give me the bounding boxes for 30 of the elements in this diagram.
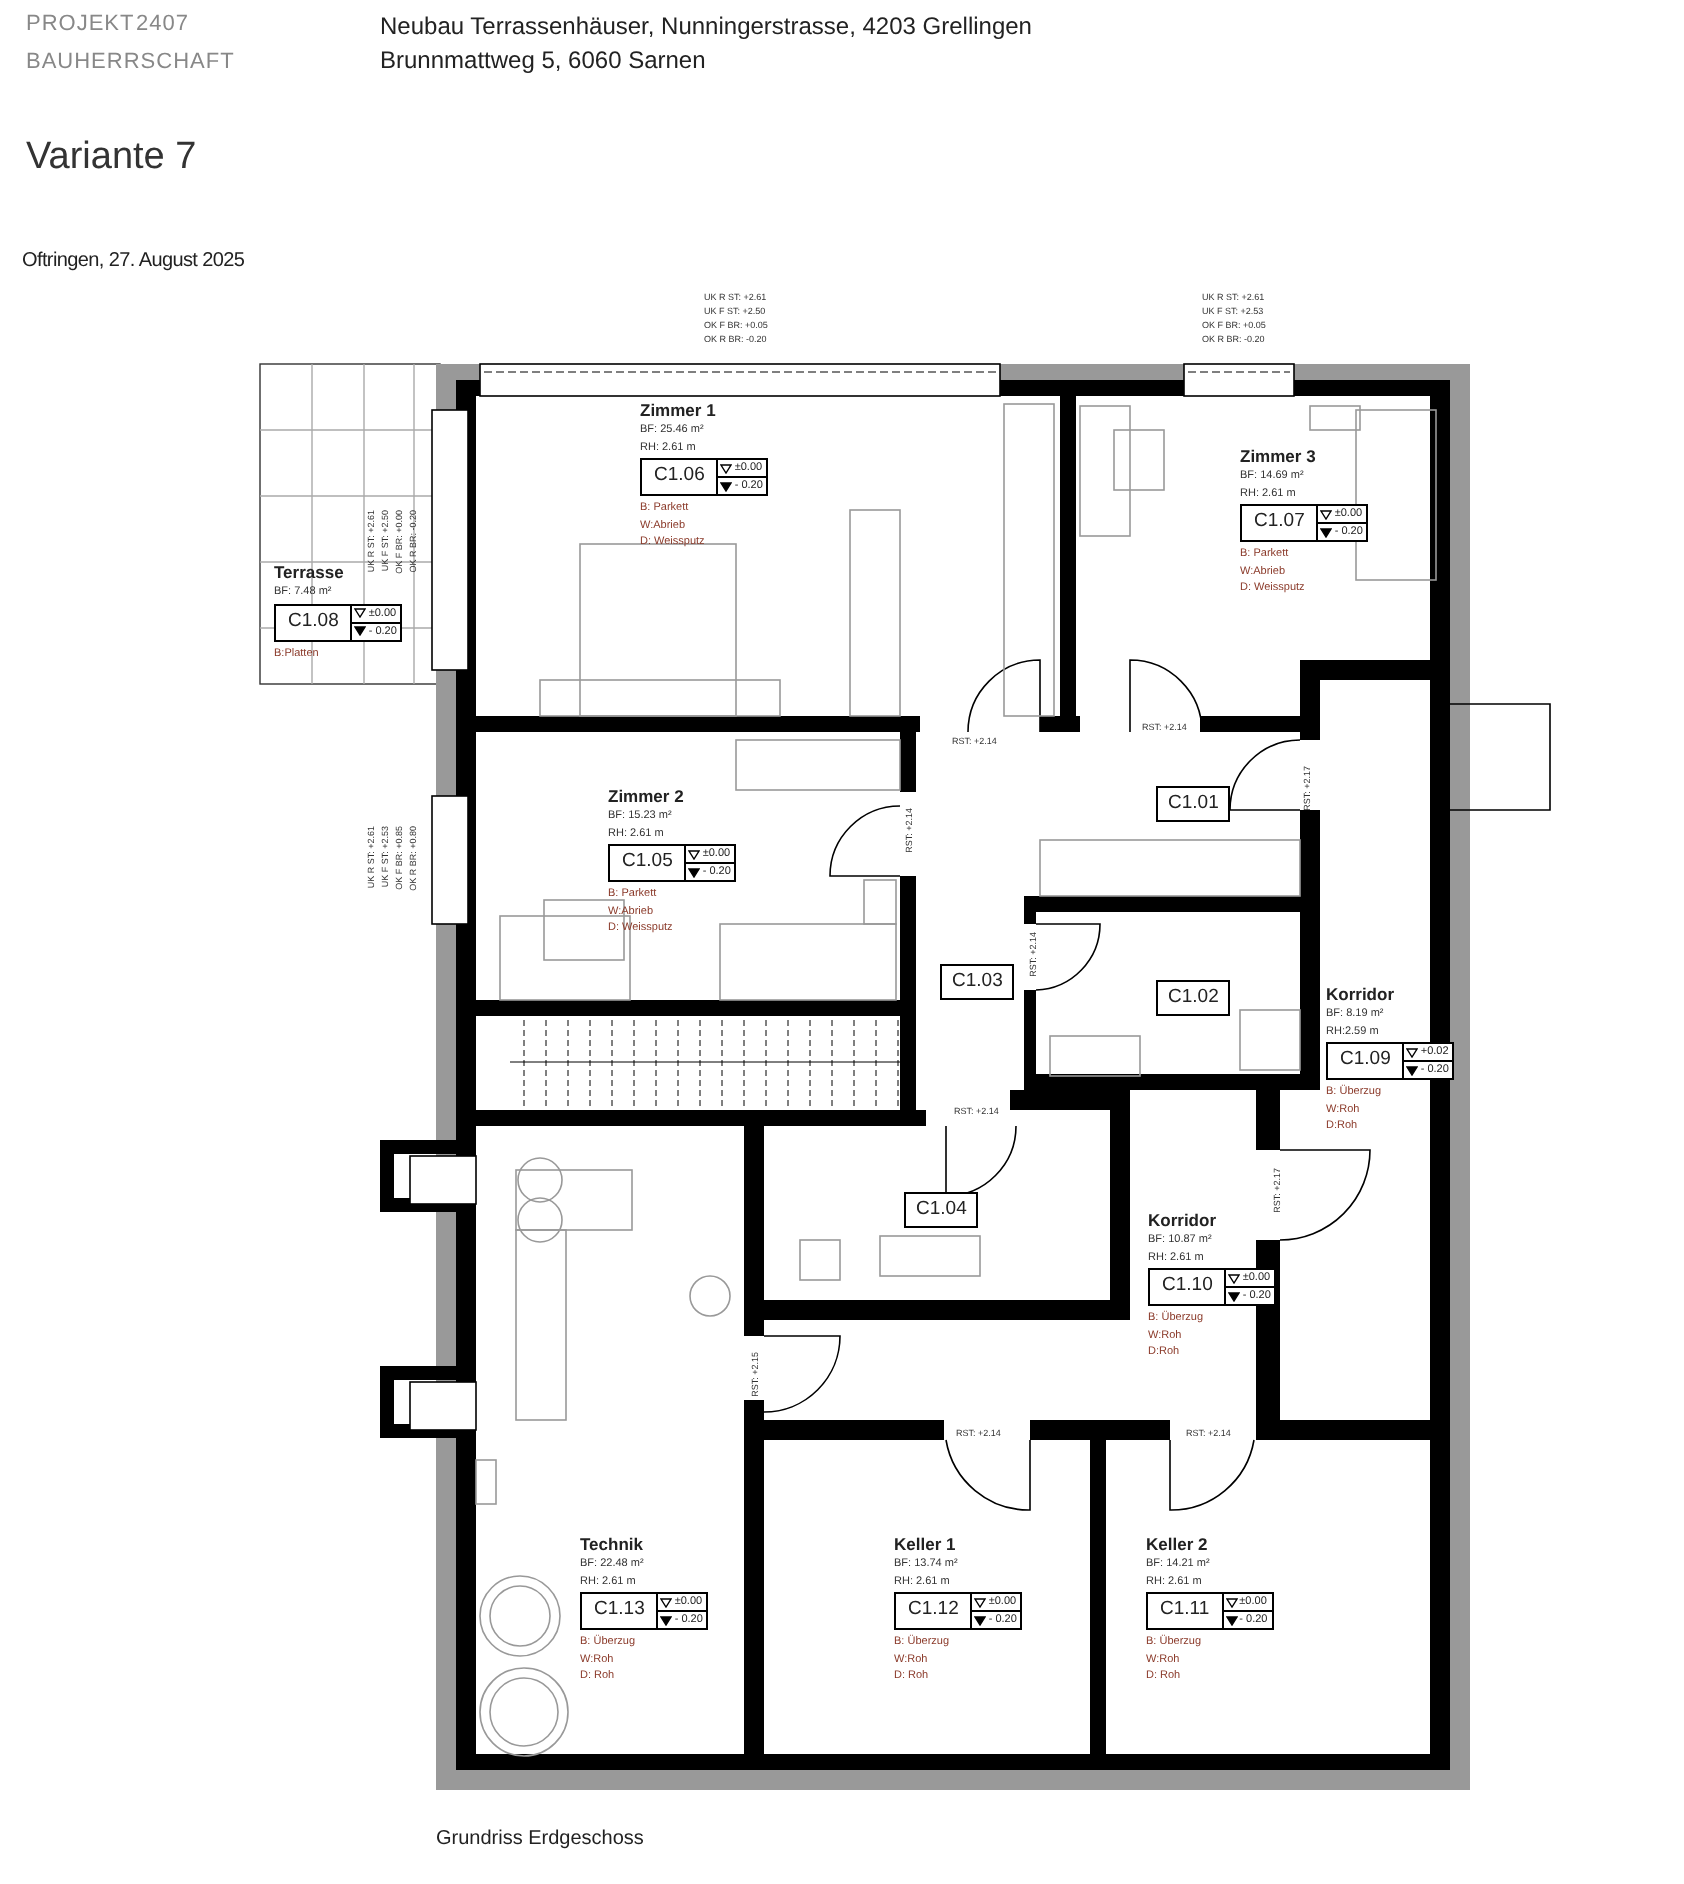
header-label: 2407 (136, 12, 189, 36)
plan-caption: Grundriss Erdgeschoss (436, 1828, 644, 1850)
room-name: Korridor (1148, 1210, 1216, 1232)
room-name: Zimmer 1 (640, 400, 716, 422)
room-number: C1.03 (940, 964, 1015, 1000)
room-number: C1.02 (1156, 980, 1231, 1016)
room-name: Keller 1 (894, 1534, 956, 1556)
room-number: C1.04 (904, 1192, 979, 1228)
header-text: Neubau Terrassenhäuser, Nunningerstrasse, 4203 Grellingen (380, 12, 1032, 40)
room-name: Technik (580, 1534, 643, 1556)
room-name: Zimmer 3 (1240, 446, 1316, 468)
header-text: Brunnmattweg 5, 6060 Sarnen (380, 46, 706, 74)
room-number: C1.08 (276, 605, 353, 639)
room-name: Zimmer 2 (608, 786, 684, 808)
room-number: C1.10 (1150, 1270, 1227, 1304)
room-number: C1.09 (1328, 1044, 1405, 1078)
room-name: Keller 2 (1146, 1534, 1208, 1556)
room-number: C1.06 (642, 460, 719, 494)
room-name: Korridor (1326, 984, 1394, 1006)
date-text: Oftringen, 27. August 2025 (22, 250, 245, 272)
room-number: C1.05 (610, 846, 687, 880)
header-label: BAUHERRSCHAFT (26, 50, 235, 74)
room-number: C1.07 (1242, 506, 1319, 540)
header-label: PROJEKT (26, 12, 135, 36)
room-number: C1.12 (896, 1594, 973, 1628)
room-number: C1.13 (582, 1594, 659, 1628)
room-name: Terrasse (274, 562, 344, 584)
room-number: C1.11 (1148, 1594, 1224, 1628)
room-number: C1.01 (1156, 786, 1231, 822)
page-title: Variante 7 (26, 136, 197, 180)
